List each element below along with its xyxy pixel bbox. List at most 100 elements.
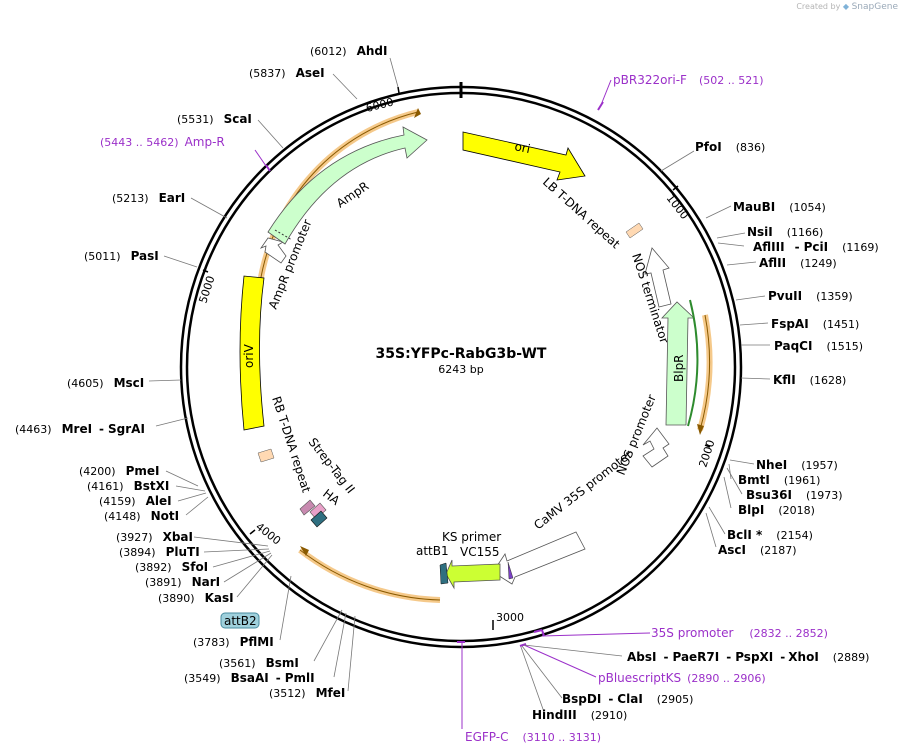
site-xhoi-name2: PaeR7I (672, 650, 719, 664)
site-pfoi: PfoI(836) (695, 140, 765, 154)
site-mfei-name: MfeI (316, 686, 346, 700)
site-bstxi-pos: (4161) (87, 480, 124, 493)
site-aflii: AflII(1249) (759, 256, 837, 270)
site-bsmi-name: BsmI (266, 656, 299, 670)
site-leader-hindiii (520, 646, 545, 713)
site-leader-sfoi (212, 550, 271, 568)
feature-attb1-label: attB1 (416, 544, 449, 558)
site-alei-name: AleI (146, 494, 172, 508)
site-kasi: (3890)KasI (158, 591, 234, 605)
site-nhei: NheI (1957) (756, 458, 838, 472)
site-leader-kfli (740, 377, 771, 380)
site-afliii-name2: PciI (804, 240, 829, 254)
site-xhoi-name1: AbsI (627, 650, 656, 664)
site-paqci-pos: (1515) (826, 340, 863, 353)
site-leader-bsu36i (726, 467, 743, 495)
site-leader-sgrai (155, 417, 189, 427)
site-pluti-pos: (3894) (119, 546, 156, 559)
site-pvuii-pos: (1359) (816, 290, 853, 303)
site-clai-pos: (2905) (657, 693, 694, 706)
site-sgrai: (4463)MreI-SgrAI (15, 422, 145, 436)
feature-ha-label: HA (320, 486, 343, 508)
site-pmli-name1: BsaAI (231, 671, 269, 685)
site-asci-name: AscI (718, 543, 746, 557)
feature-ks-primer-label: KS primer (442, 530, 501, 544)
site-nhei-pos: (1957) (801, 459, 838, 472)
site-xhoi-sep3: - (780, 650, 785, 664)
feature-ori (462, 131, 586, 181)
site-leader-xbai (193, 536, 269, 547)
site-eari-name: EarI (159, 191, 186, 205)
primer-ampr-name: Amp-R (185, 135, 225, 149)
site-eari-pos: (5213) (112, 192, 149, 205)
site-leader-pvuii (735, 295, 766, 301)
site-pmli-sep: - (276, 671, 281, 685)
site-hindiii: HindIII(2910) (532, 708, 627, 722)
credit-brand: SnapGene (851, 2, 898, 12)
feature-blpr (661, 301, 696, 426)
site-asei-pos: (5837) (249, 67, 286, 80)
site-asei-name: AseI (296, 66, 325, 80)
site-noti-name: NotI (151, 509, 180, 523)
site-nari-pos: (3891) (145, 576, 182, 589)
site-nsii: NsiI(1166) (747, 225, 823, 239)
site-bmti-name: BmtI (738, 473, 770, 487)
site-clai-name2: ClaI (617, 692, 642, 706)
feature-nos-promoter (642, 427, 670, 468)
site-afliii-name: AflIII (753, 240, 785, 254)
site-xhoi: AbsI-PaeR7I-PspXI-XhoI(2889) (627, 650, 869, 664)
primer-ampr-range: (5443 .. 5462) (100, 136, 179, 149)
feature-nos-terminator (644, 247, 672, 308)
site-xbai-name: XbaI (163, 530, 193, 544)
site-ahdi-pos: (6012) (310, 45, 347, 58)
primer-pbluescript-name: pBluescriptKS (598, 671, 681, 685)
site-leader-pluti (203, 548, 270, 553)
site-scai-name: ScaI (224, 112, 252, 126)
feature-ampr (267, 126, 428, 245)
site-sgrai-pos: (4463) (15, 423, 52, 436)
site-paqci-name: PaqCI (774, 339, 812, 353)
site-sgrai-name2: SgrAI (108, 422, 145, 436)
site-asci: AscI (2187) (718, 543, 797, 557)
feature-camv-promoter (492, 531, 586, 585)
orf-arrow-top-left (414, 108, 421, 118)
site-pasi-name: PasI (131, 249, 159, 263)
primer-egfp-name: EGFP-C (465, 730, 508, 744)
feature-attb-tag (310, 510, 328, 528)
attb2-badge: attB2 (220, 612, 260, 629)
site-xhoi-pos: (2889) (833, 651, 870, 664)
site-leader-eari (190, 197, 228, 219)
site-leader-mfei (347, 615, 356, 692)
site-eari: (5213) EarI (112, 191, 185, 205)
site-leader-aflii (726, 261, 757, 266)
credit-prefix: Created by (796, 2, 841, 11)
site-clai: BspDI-ClaI(2905) (562, 692, 693, 706)
site-pmli-pos: (3549) (184, 672, 221, 685)
site-pmli-name2: PmlI (285, 671, 315, 685)
primer-pbluescript-label: pBluescriptKS(2890 .. 2906) (598, 671, 766, 685)
site-nhei-name: NheI (756, 458, 787, 472)
site-clai-sep: - (608, 692, 613, 706)
feature-ori-label: ori (513, 139, 531, 156)
site-pmei-name: PmeI (126, 464, 160, 478)
orf-arc-right-line (699, 314, 710, 431)
site-pflmi-name: PflMI (240, 635, 274, 649)
site-nari: (3891)NarI (145, 575, 220, 589)
site-sfoi-pos: (3892) (135, 561, 172, 574)
site-maubi-name: MauBI (733, 200, 775, 214)
feature-rb-repeat (257, 448, 275, 463)
plasmid-name: 35S:YFPc-RabG3b-WT (376, 346, 547, 362)
feature-ampr-label: AmpR (334, 179, 372, 211)
site-asci-pos: (2187) (760, 544, 797, 557)
primer-35s-label: 35S promoter(2832 .. 2852) (651, 626, 828, 640)
orf-arrow-right (697, 424, 704, 435)
sites-left (148, 57, 399, 692)
feature-lb-repeat (625, 222, 644, 239)
site-kasi-name: KasI (205, 591, 234, 605)
site-leader-blpi (723, 476, 732, 509)
site-pluti-name: PluTI (166, 545, 200, 559)
feature-lb-repeat-label: LB T-DNA repeat (540, 175, 623, 252)
site-leader-ahdi (389, 57, 399, 88)
site-bsmi-pos: (3561) (219, 657, 256, 670)
site-nsii-name: NsiI (747, 225, 773, 239)
